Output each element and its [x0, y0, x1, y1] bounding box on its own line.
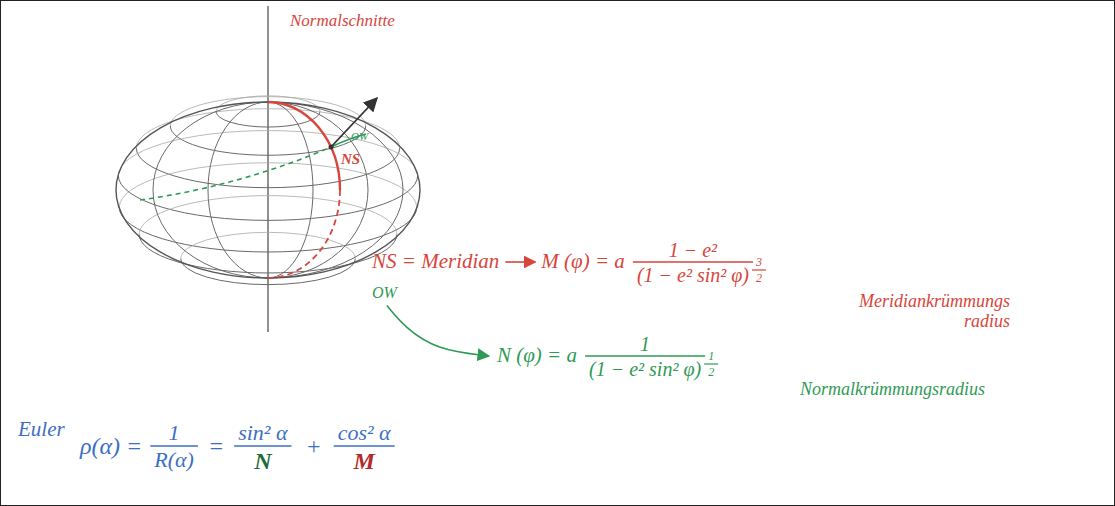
- meridian-section-dashed: [268, 190, 340, 278]
- implies-arrow: [505, 261, 535, 263]
- formula-text: NS = Meridian: [372, 250, 499, 273]
- fraction-numerator: 1: [640, 333, 650, 355]
- formula-text: M (φ) = a: [541, 250, 625, 273]
- operator: +: [305, 433, 321, 459]
- meridian: [268, 102, 368, 278]
- implies-arrow: [387, 306, 489, 356]
- parallel-back: [136, 109, 399, 148]
- fraction-numerator: 1 − e²: [669, 239, 717, 261]
- ellipsoid: [116, 6, 420, 332]
- meridian: [268, 102, 313, 278]
- section-title: Normalschnitte: [290, 12, 395, 31]
- operator: =: [208, 433, 224, 459]
- annotation: Normalkrümmungsradius: [800, 380, 985, 400]
- formula-text: ρ(α) =: [80, 433, 142, 459]
- prime-vertical-section: [140, 147, 331, 200]
- section-tag: OW: [372, 284, 397, 302]
- meridian: [153, 102, 268, 278]
- fraction-numerator: cos² α: [338, 421, 391, 445]
- normal-arrow: [331, 98, 377, 147]
- exponent-denominator: 2: [708, 366, 714, 379]
- section-tag: OW: [351, 130, 368, 142]
- fraction-numerator: 1: [169, 421, 180, 445]
- formula-name: Euler: [18, 418, 65, 441]
- fraction-bar: [704, 363, 718, 364]
- exponent-numerator: 1: [708, 350, 714, 363]
- surface-point: [329, 145, 334, 150]
- fraction-denominator: N: [254, 448, 271, 474]
- fraction-bar: [150, 445, 198, 447]
- fraction-denominator: (1 − e² sin² φ): [589, 358, 701, 380]
- parallel-front: [119, 207, 416, 252]
- exponent-numerator: 3: [756, 256, 762, 269]
- fraction-denominator: M: [353, 448, 374, 474]
- fraction-bar: [234, 445, 291, 447]
- parallel-front: [181, 258, 355, 284]
- parallel-back: [181, 232, 355, 258]
- formula-text: N (φ) = a: [497, 344, 577, 367]
- fraction-bar: [585, 355, 705, 357]
- fraction-numerator: sin² α: [238, 421, 287, 445]
- fraction-denominator: (1 − e² sin² φ): [637, 264, 749, 286]
- formula-lines: [150, 262, 766, 446]
- meridian: [208, 102, 268, 278]
- parallel-front: [136, 148, 399, 187]
- annotation: Meridiankrümmungs radius: [835, 292, 1010, 332]
- fraction-bar: [752, 269, 766, 270]
- exponent-denominator: 2: [756, 272, 762, 285]
- rotation-axis: [267, 6, 268, 332]
- parallel-front: [118, 175, 417, 220]
- parallel-back: [119, 163, 416, 208]
- fraction-bar: [633, 261, 753, 263]
- fraction-denominator: R(α): [154, 448, 194, 472]
- meridian-section: [268, 102, 340, 190]
- section-tag: NS: [341, 151, 360, 168]
- fraction-bar: [334, 445, 395, 447]
- parallel-front: [139, 234, 397, 273]
